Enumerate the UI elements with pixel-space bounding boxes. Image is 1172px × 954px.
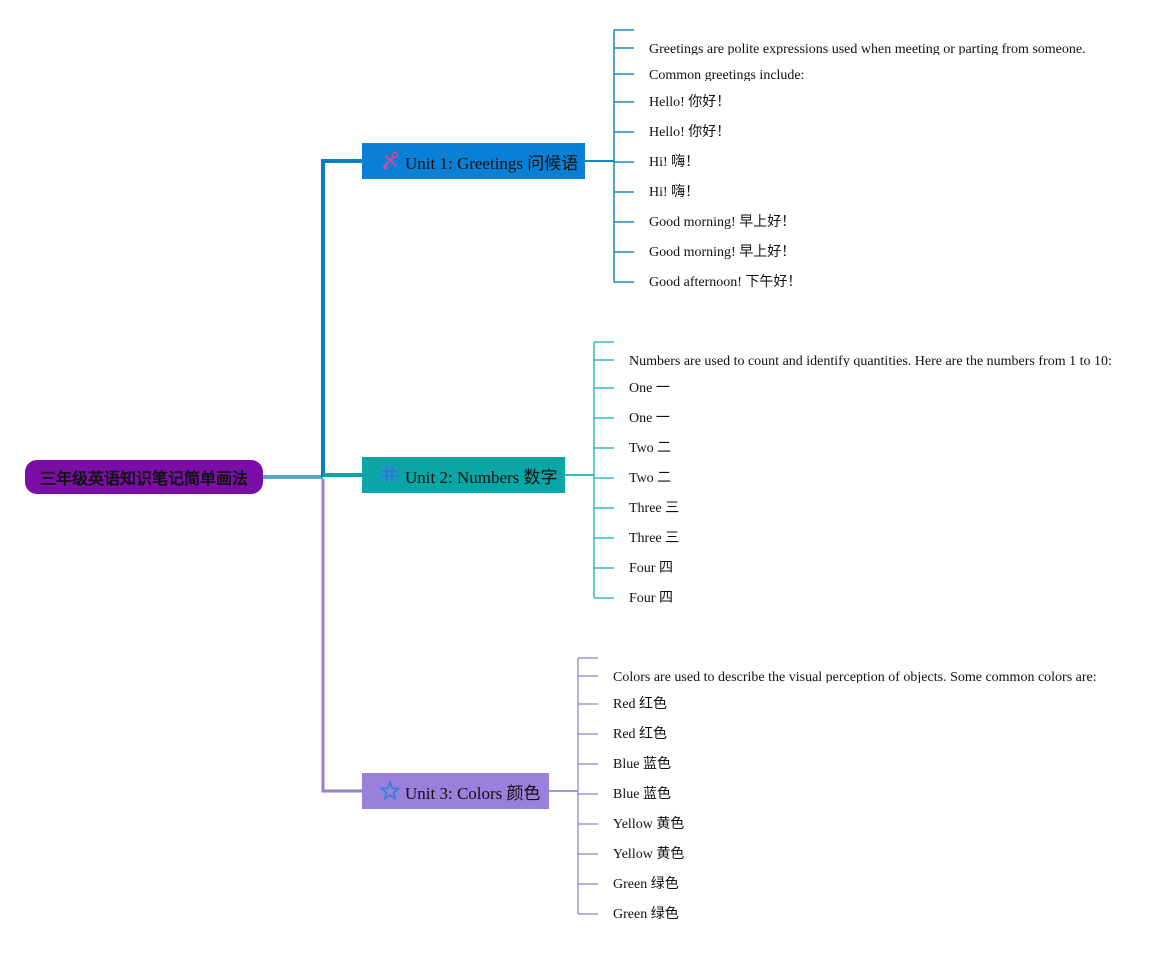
- unit-2-leaf[interactable]: Two 二: [629, 471, 672, 486]
- unit-1-leaf[interactable]: Good morning! 早上好！: [649, 215, 796, 230]
- unit-3-leaf[interactable]: Colors are used to describe the visual p…: [613, 670, 1097, 683]
- unit-2-label: Unit 2: Numbers 数字: [405, 467, 558, 487]
- unit-2-leaf[interactable]: Four 四: [629, 561, 673, 576]
- unit-3-leaf[interactable]: Red 红色: [613, 727, 668, 742]
- unit-1-leaf-bracket: [585, 29, 634, 283]
- grid-icon: [380, 465, 400, 485]
- unit-1-leaf[interactable]: Hello! 你好！: [649, 95, 731, 110]
- unit-1-leaf[interactable]: Common greetings include:: [649, 68, 805, 81]
- unit-1-label: Unit 1: Greetings 问候语: [405, 153, 579, 173]
- unit-3-leaf[interactable]: Blue 蓝色: [613, 787, 671, 802]
- unit-3-topic[interactable]: Unit 3: Colors 颜色: [362, 773, 549, 809]
- root-topic-label: 三年级英语知识笔记简单画法: [39, 469, 248, 488]
- branch-unit-3: [321, 479, 362, 793]
- unit-1-topic[interactable]: Unit 1: Greetings 问候语: [362, 143, 585, 179]
- root-topic[interactable]: 三年级英语知识笔记简单画法: [25, 460, 263, 494]
- unit-1-leaf[interactable]: Good morning! 早上好！: [649, 245, 796, 260]
- branch-unit-1: [321, 159, 362, 477]
- unit-1-leaf[interactable]: Good afternoon! 下午好！: [649, 275, 802, 290]
- unit-2-leaf[interactable]: Three 三: [629, 531, 680, 546]
- star-icon: [380, 781, 400, 801]
- unit-2-topic[interactable]: Unit 2: Numbers 数字: [362, 457, 565, 493]
- unit-3-label: Unit 3: Colors 颜色: [405, 783, 541, 803]
- unit-3-leaf[interactable]: Green 绿色: [613, 877, 679, 892]
- unit-2-leaf[interactable]: Two 二: [629, 441, 672, 456]
- unit-3-leaf[interactable]: Green 绿色: [613, 907, 679, 922]
- unit-2-leaf-bracket: [565, 341, 614, 599]
- unit-3-leaf[interactable]: Yellow 黄色: [613, 847, 685, 862]
- unit-3-leaf[interactable]: Yellow 黄色: [613, 817, 685, 832]
- unit-3-leaf[interactable]: Red 红色: [613, 697, 668, 712]
- unit-3-leaf-bracket: [549, 657, 598, 915]
- unit-2-leaf[interactable]: One 一: [629, 381, 670, 396]
- unit-1-leaf[interactable]: Hello! 你好！: [649, 125, 731, 140]
- unit-1-leaf[interactable]: Hi! 嗨！: [649, 185, 700, 200]
- unit-2-leaf[interactable]: Numbers are used to count and identify q…: [629, 354, 1112, 367]
- unit-1-leaf[interactable]: Hi! 嗨！: [649, 155, 700, 170]
- unit-3-leaf[interactable]: Blue 蓝色: [613, 757, 671, 772]
- unit-1-leaf[interactable]: Greetings are polite expressions used wh…: [649, 42, 1086, 55]
- unit-2-leaf[interactable]: One 一: [629, 411, 670, 426]
- unit-2-leaf[interactable]: Four 四: [629, 591, 673, 606]
- unit-2-leaf[interactable]: Three 三: [629, 501, 680, 516]
- tools-icon: [380, 151, 400, 171]
